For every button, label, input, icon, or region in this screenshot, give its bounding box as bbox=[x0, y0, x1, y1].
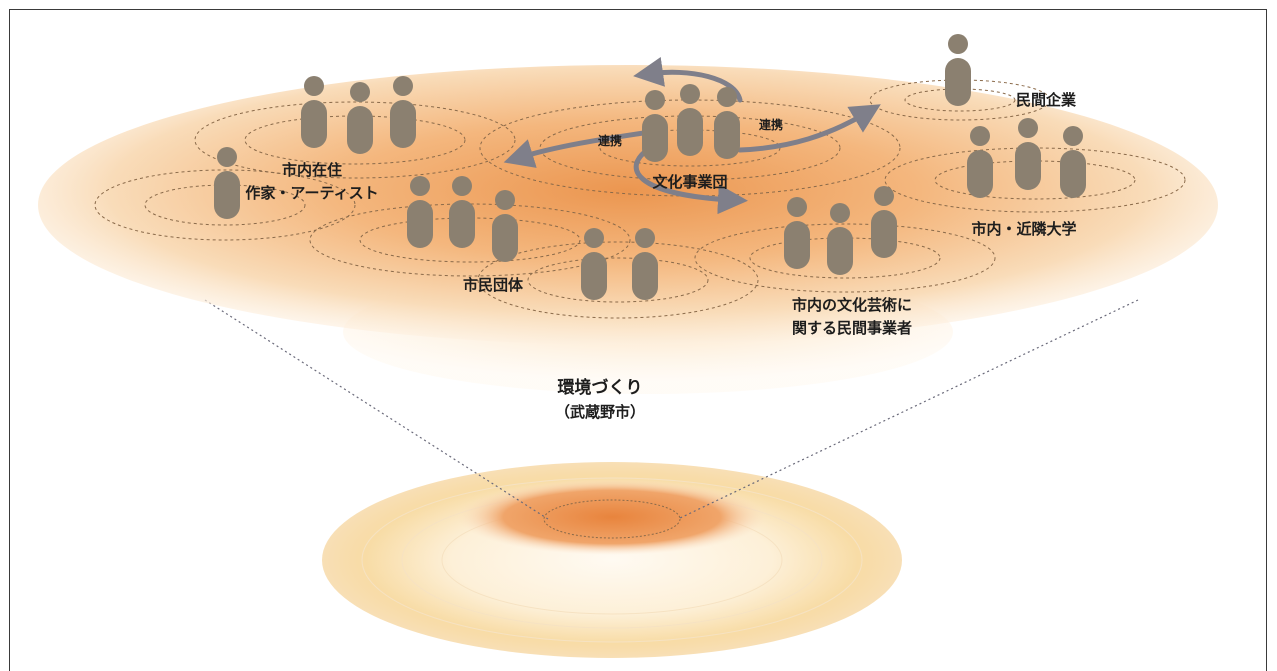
citizen-groups-label: 市民団体 bbox=[463, 276, 524, 294]
businesses-label-line1: 市内の文化芸術に bbox=[792, 296, 912, 314]
person-icon bbox=[967, 126, 993, 198]
arrow-left bbox=[503, 129, 653, 168]
person-icon bbox=[301, 76, 327, 148]
person-icon bbox=[407, 176, 433, 248]
person-icon bbox=[214, 147, 240, 219]
figure-frame bbox=[9, 9, 1267, 671]
artists-label-line2: 作家・アーティスト bbox=[245, 184, 378, 202]
link-left-label: 連携 bbox=[598, 133, 622, 148]
companies-label: 民間企業 bbox=[1016, 91, 1077, 109]
base-disc bbox=[322, 462, 902, 658]
arrow-bottom bbox=[633, 145, 748, 215]
arrow-top bbox=[633, 57, 743, 103]
person-icon bbox=[677, 84, 703, 156]
person-icon bbox=[1060, 126, 1086, 198]
person-icon bbox=[642, 90, 668, 162]
person-icon bbox=[581, 228, 607, 300]
person-icon bbox=[390, 76, 416, 148]
link-right-label: 連携 bbox=[759, 117, 783, 132]
arrow-right bbox=[737, 104, 881, 153]
person-icon bbox=[347, 82, 373, 154]
person-icon bbox=[492, 190, 518, 262]
person-icon bbox=[827, 203, 853, 275]
center-title: 環境づくり bbox=[558, 377, 643, 398]
person-icon bbox=[632, 228, 658, 300]
artists-label-line1: 市内在住 bbox=[282, 161, 342, 179]
cooperation-arrows bbox=[503, 57, 881, 215]
universities-label: 市内・近隣大学 bbox=[971, 220, 1076, 238]
businesses-label-line2: 関する民間事業者 bbox=[792, 319, 912, 337]
people-figures bbox=[214, 34, 1086, 300]
center-subtitle: （武蔵野市） bbox=[555, 403, 645, 421]
person-icon bbox=[449, 176, 475, 248]
top-disc bbox=[38, 65, 1218, 345]
foundation-label: 文化事業団 bbox=[652, 173, 727, 191]
person-icon bbox=[945, 34, 971, 106]
person-icon bbox=[871, 186, 897, 258]
person-icon bbox=[1015, 118, 1041, 190]
person-icon bbox=[714, 87, 740, 159]
labels: 市内在住 作家・アーティスト 市民団体 文化事業団 民間企業 市内・近隣大学 市… bbox=[245, 91, 1077, 421]
person-icon bbox=[784, 197, 810, 269]
